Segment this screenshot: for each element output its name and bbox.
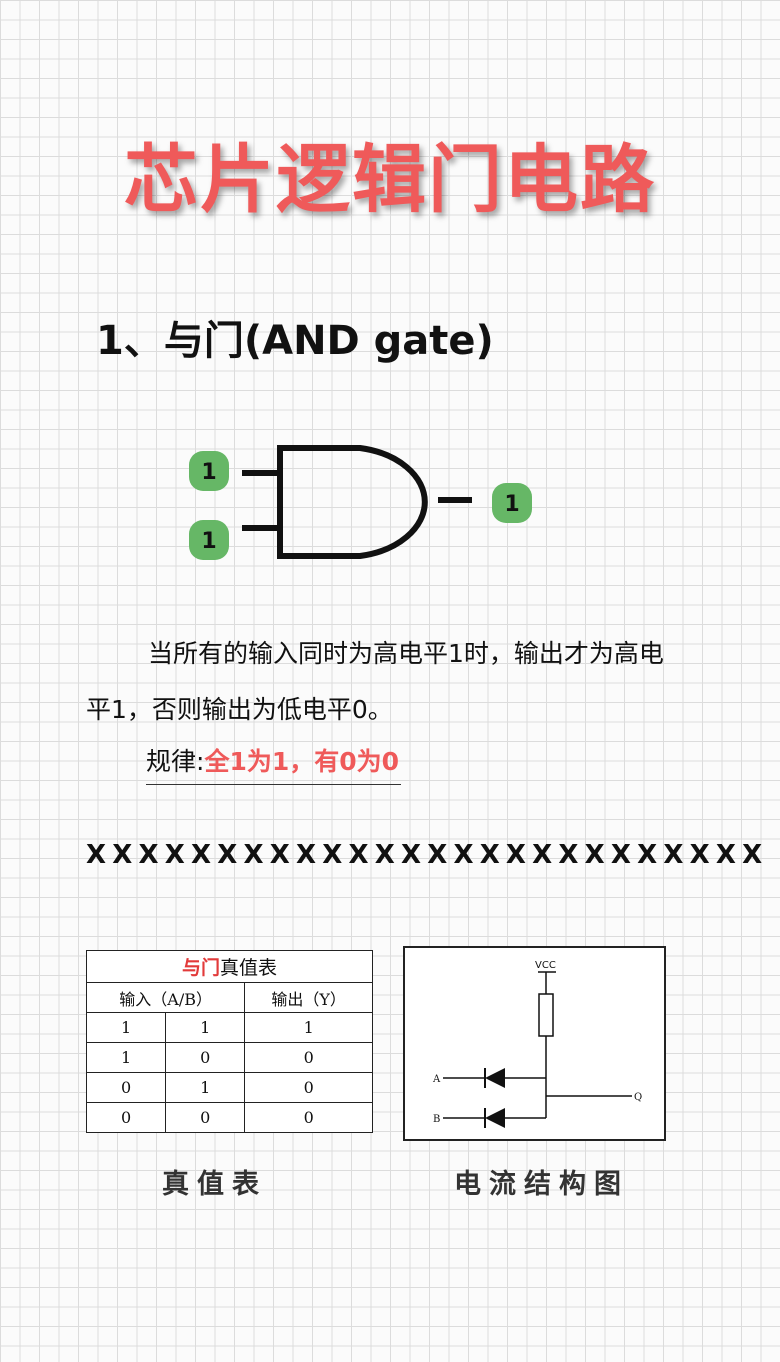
diode-circuit: VCC Q A B [432,960,642,1128]
svg-text:1: 1 [201,529,216,554]
description-text: 当所有的输入同时为高电平1时，输出才为高电平1，否则输出为低电平0。 [86,639,664,724]
header-input: 输入（A/B） [85,982,246,1013]
rule-line: 规律:全1为1，有0为0 [146,740,402,785]
cell-a: 0 [85,1102,167,1133]
diode-a [485,1068,505,1088]
diode-b [485,1108,505,1128]
main-title: 芯片逻辑门电路 [124,137,656,223]
description-paragraph: 当所有的输入同时为高电平1时，输出才为高电平1，否则输出为低电平0。 [86,626,666,738]
cell-b: 1 [165,1012,246,1043]
output-badge: 1 [492,483,532,523]
input-a-label: A [432,1074,441,1085]
svg-text:1: 1 [201,460,216,485]
cell-b: 0 [165,1042,246,1073]
vcc-label: VCC [535,960,556,971]
and-gate-body [277,445,428,559]
svg-text:1: 1 [504,492,519,517]
output-q-label: Q [634,1092,642,1103]
input-b-badge: 1 [189,520,229,560]
cell-b: 1 [165,1072,246,1103]
header-output: 输出（Y） [244,982,373,1013]
input-b-label: B [433,1114,440,1125]
truth-table: 与门真值表 输入（A/B） 输出（Y） 1 1 1 1 0 0 0 1 0 0 … [85,950,373,1133]
table-row: 0 0 0 [85,1102,373,1133]
truth-table-caption: 真值表 [162,1169,267,1200]
and-gate-diagram: 1 1 1 [189,445,532,560]
cell-a: 1 [85,1012,167,1043]
cell-y: 0 [244,1102,373,1133]
cell-b: 0 [165,1102,246,1133]
table-row: 0 1 0 [85,1072,373,1103]
rule-label: 规律: [146,747,205,776]
table-row: 1 1 1 [85,1012,373,1043]
circuit-diagram-box: VCC Q A B [403,946,666,1141]
cell-y: 0 [244,1072,373,1103]
cell-a: 1 [85,1042,167,1073]
cell-y: 1 [244,1012,373,1043]
table-row: 1 0 0 [85,1042,373,1073]
cell-a: 0 [85,1072,167,1103]
truth-table-title: 与门真值表 [86,950,373,983]
section-heading: 1、与门(AND gate) [96,318,494,364]
resistor [538,993,554,1037]
separator-x-row: XXXXXXXXXXXXXXXXXXXXXXXXXX [86,840,769,870]
rule-value: 全1为1，有0为0 [204,747,400,776]
cell-y: 0 [244,1042,373,1073]
input-a-badge: 1 [189,451,229,491]
circuit-caption: 电流结构图 [454,1169,629,1200]
